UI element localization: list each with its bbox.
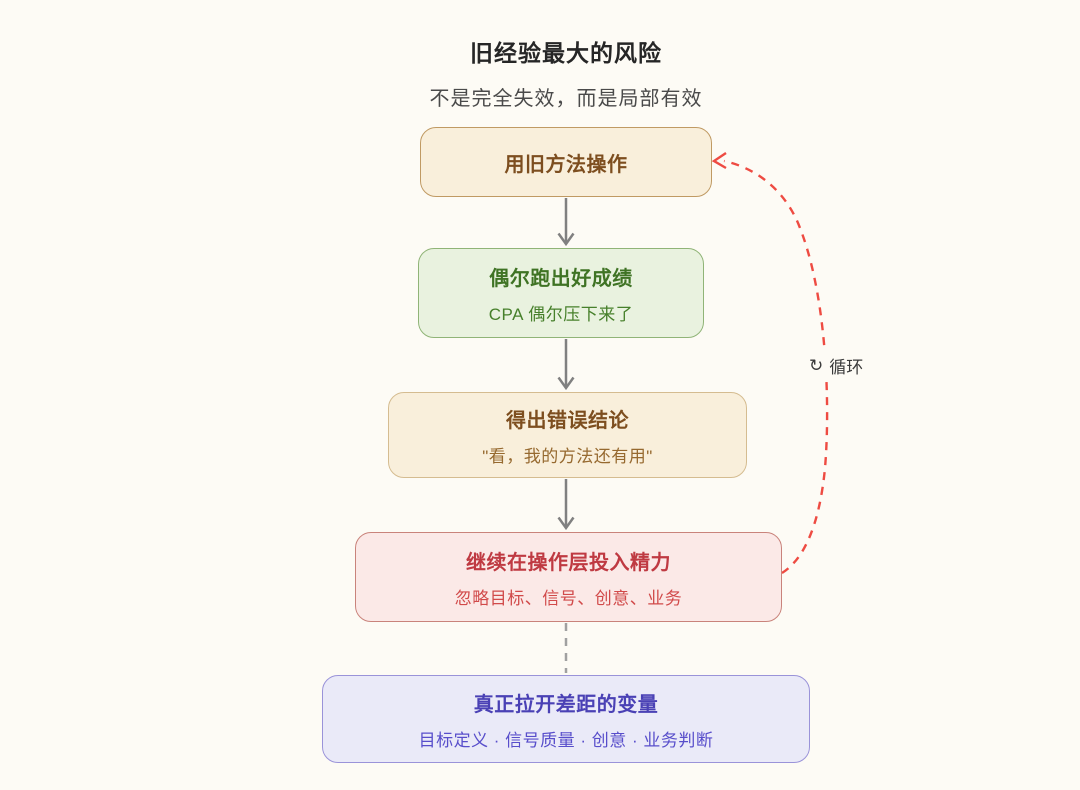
node-title: 得出错误结论 <box>506 409 629 432</box>
node-keep-investing-operations: 继续在操作层投入精力 忽略目标、信号、创意、业务 <box>355 532 782 622</box>
arrow-node2-node3 <box>557 339 575 391</box>
diagram-subtitle: 不是完全失效，而是局部有效 <box>429 88 703 110</box>
arrow-node3-node4 <box>557 479 575 531</box>
diagram-header: 旧经验最大的风险 不是完全失效，而是局部有效 <box>430 34 703 111</box>
loop-cycle-icon: ↻ <box>809 355 824 375</box>
node-occasional-good-results: 偶尔跑出好成绩 CPA 偶尔压下来了 <box>418 248 704 338</box>
node-subtitle: 忽略目标、信号、创意、业务 <box>454 588 683 608</box>
node-use-old-method: 用旧方法操作 <box>420 127 712 197</box>
node-subtitle: 目标定义 · 信号质量 · 创意 · 业务判断 <box>418 730 714 750</box>
arrow-node1-node2 <box>557 198 575 247</box>
node-title: 真正拉开差距的变量 <box>473 693 659 716</box>
node-wrong-conclusion: 得出错误结论 "看，我的方法还有用" <box>388 392 747 478</box>
node-subtitle: CPA 偶尔压下来了 <box>488 304 634 324</box>
node-real-gap-variables: 真正拉开差距的变量 目标定义 · 信号质量 · 创意 · 业务判断 <box>322 675 810 763</box>
node-title: 偶尔跑出好成绩 <box>489 267 633 290</box>
node-subtitle: "看，我的方法还有用" <box>482 446 653 466</box>
diagram-title: 旧经验最大的风险 <box>470 40 662 66</box>
loop-label: ↻ 循环 <box>803 350 870 381</box>
node-title: 继续在操作层投入精力 <box>466 551 671 574</box>
loop-label-text: 循环 <box>829 358 864 377</box>
node-title: 用旧方法操作 <box>504 153 628 176</box>
loop-arrowhead <box>711 152 727 170</box>
